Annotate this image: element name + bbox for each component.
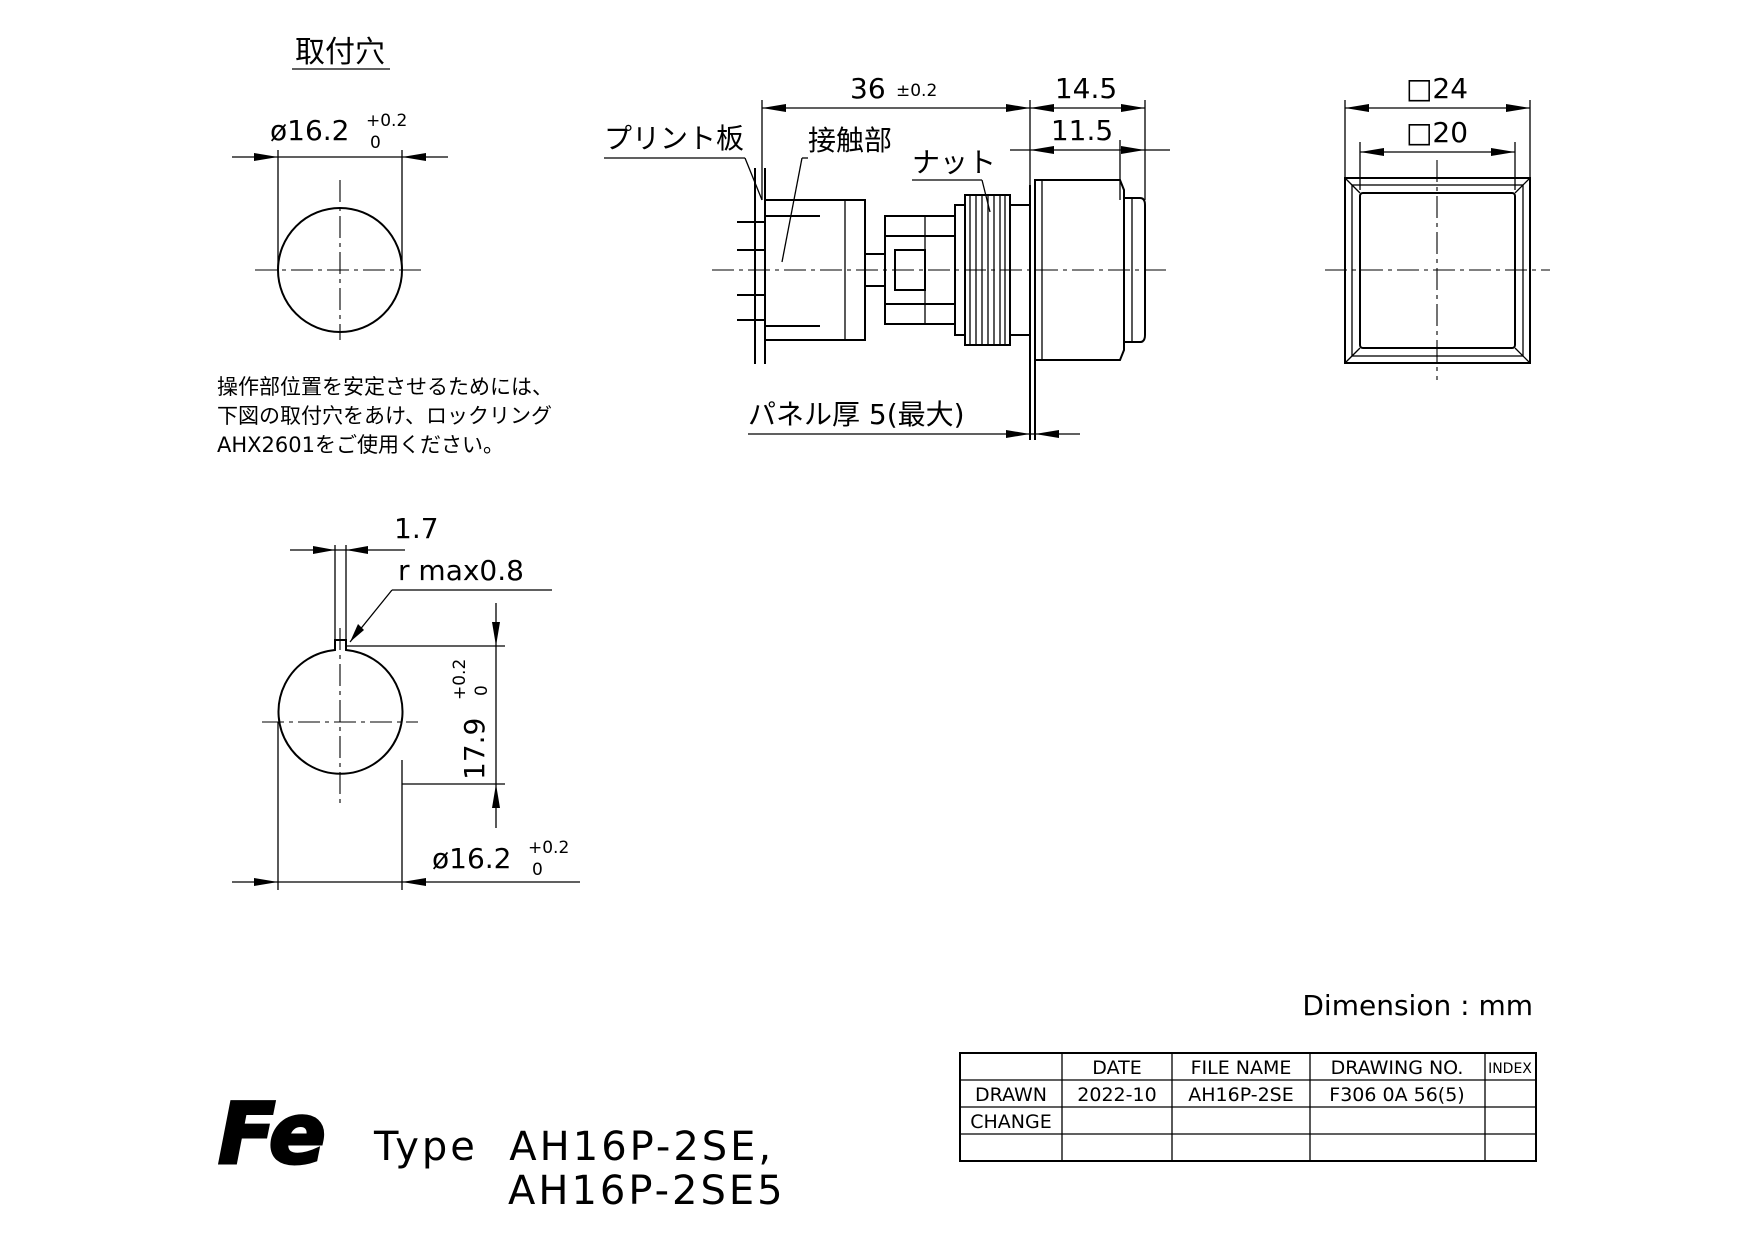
note-line-3: AHX2601をご使用ください。	[217, 433, 504, 457]
label-nut: ナット	[912, 146, 996, 179]
brand-logo: Fe	[217, 1084, 328, 1185]
outer-size-value: □24	[1406, 72, 1468, 105]
radius-label: r max0.8	[398, 554, 524, 587]
label-pcb: プリント板	[604, 122, 744, 155]
front-depth-value: 14.5	[1055, 72, 1117, 105]
keyed-diameter-tol-plus: +0.2	[528, 838, 569, 858]
row-drawn-date: 2022-10	[1077, 1084, 1156, 1106]
key-width-value: 1.7	[394, 512, 439, 545]
header-index: INDEX	[1488, 1061, 1532, 1077]
header-file-name: FILE NAME	[1191, 1057, 1292, 1079]
label-contact: 接触部	[808, 124, 892, 157]
overall-length-tol: ±0.2	[896, 81, 937, 101]
keyed-diameter-tol-minus: 0	[532, 860, 543, 880]
front-view: □24 □20	[1325, 72, 1550, 380]
mounting-note: 操作部位置を安定させるためには、 下図の取付穴をあけ、ロックリング AHX260…	[217, 375, 553, 457]
panel-thickness-label: パネル厚 5(最大)	[748, 398, 965, 431]
mounting-hole-view: 取付穴 ø16.2 +0.2 0	[232, 35, 448, 340]
mounting-hole-tol-plus: +0.2	[366, 111, 407, 131]
overall-length-value: 36	[850, 72, 886, 105]
mounting-hole-title: 取付穴	[295, 35, 385, 70]
units-label: Dimension : mm	[1302, 989, 1533, 1022]
note-line-1: 操作部位置を安定させるためには、	[217, 375, 553, 399]
type-line-1: Type AH16P-2SE,	[373, 1124, 774, 1170]
mounting-hole-tol-minus: 0	[370, 133, 381, 153]
row-drawn-file: AH16P-2SE	[1188, 1084, 1294, 1106]
keyed-height-tol-plus: +0.2	[450, 659, 470, 700]
side-view: 36 ±0.2 14.5 11.5 プリント板 接触部 ナット	[604, 72, 1170, 440]
type-line-2: AH16P-2SE5	[508, 1168, 786, 1214]
keyed-hole-view: 1.7 r max0.8 17.9 +0.2 0 ø16.2 +0.2 0	[232, 512, 580, 890]
row-drawn-drawing-no: F306 0A 56(5)	[1329, 1084, 1464, 1106]
keyed-height-tol-minus: 0	[472, 685, 492, 696]
header-date: DATE	[1092, 1057, 1141, 1079]
title-block: DATE FILE NAME DRAWING NO. INDEX DRAWN 2…	[959, 1052, 1537, 1162]
header-drawing-no: DRAWING NO.	[1331, 1057, 1464, 1079]
mounting-hole-diameter: ø16.2	[270, 114, 349, 147]
row-change-label: CHANGE	[970, 1111, 1052, 1133]
inner-size-value: □20	[1406, 116, 1468, 149]
keyed-diameter-value: ø16.2	[432, 842, 511, 875]
note-line-2: 下図の取付穴をあけ、ロックリング	[217, 404, 552, 428]
keyed-height-value: 17.9	[458, 718, 491, 780]
keyed-hole-outline	[277, 639, 404, 775]
logo-mark: Fe	[218, 1085, 326, 1183]
bezel-depth-value: 11.5	[1051, 114, 1113, 147]
row-drawn-label: DRAWN	[975, 1084, 1047, 1106]
